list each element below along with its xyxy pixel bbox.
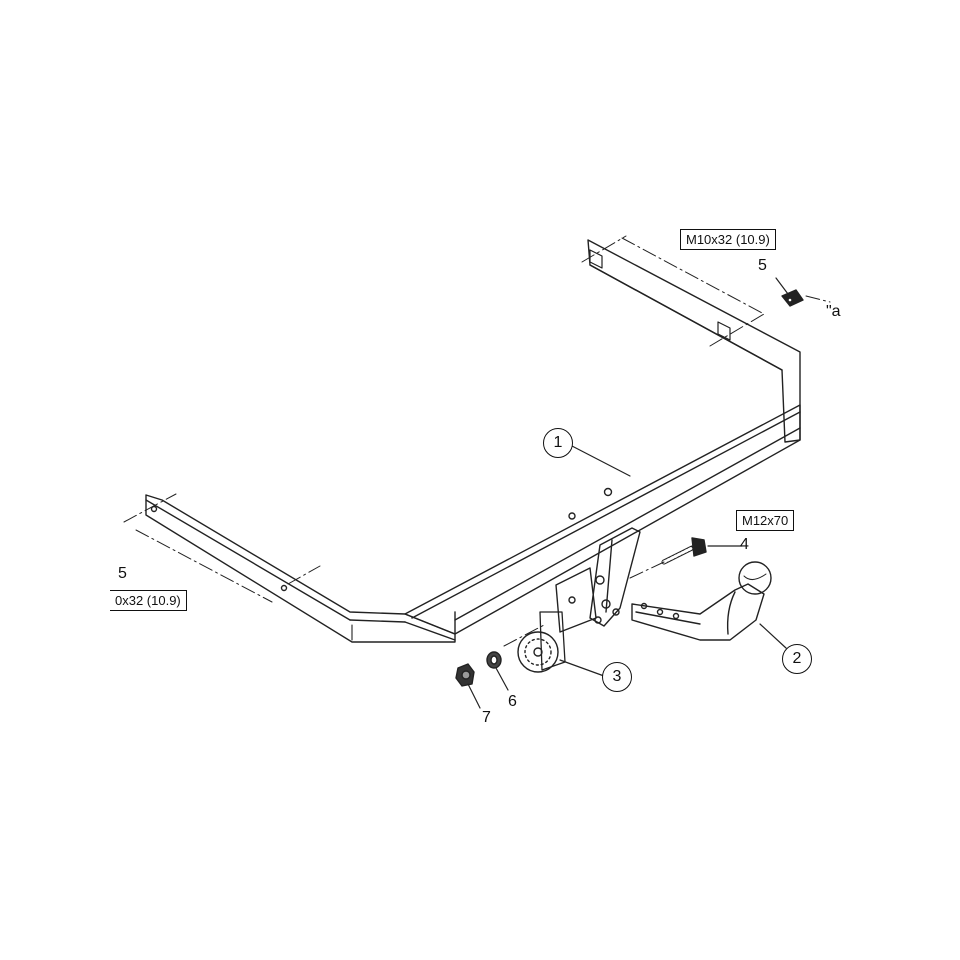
bolt-spec-left-label: 0x32 (10.9): [110, 590, 187, 611]
callout-1: 1: [543, 428, 573, 458]
washer-6: [486, 651, 502, 669]
nut-7: [455, 663, 475, 687]
centre-lines: [123, 235, 831, 647]
callout-5-left: 5: [118, 565, 127, 582]
socket-plate: [517, 611, 566, 673]
crossbar-bolt: [603, 487, 613, 497]
tow-ball-neck: [631, 561, 772, 641]
callout-3: 3: [602, 662, 632, 692]
bolt-m12x70: [661, 537, 707, 565]
center-bracket: [555, 527, 641, 633]
bolt-spec-m12x70-label: M12x70: [736, 510, 795, 531]
callout-6: 6: [508, 693, 517, 710]
leader-lines: [467, 277, 789, 709]
bolt-5-right: [781, 289, 804, 307]
callout-4: 4: [740, 536, 749, 553]
crossbar-bolt: [568, 512, 576, 520]
callout-7: 7: [482, 709, 491, 726]
callout-2: 2: [782, 644, 812, 674]
bolt-spec-m10x32-label: M10x32 (10.9): [680, 229, 776, 250]
callout-5-right: 5: [758, 257, 767, 274]
right-side-arm: [587, 239, 801, 443]
left-side-arm: [145, 494, 456, 643]
cropped-edge-text: "a: [826, 303, 841, 320]
